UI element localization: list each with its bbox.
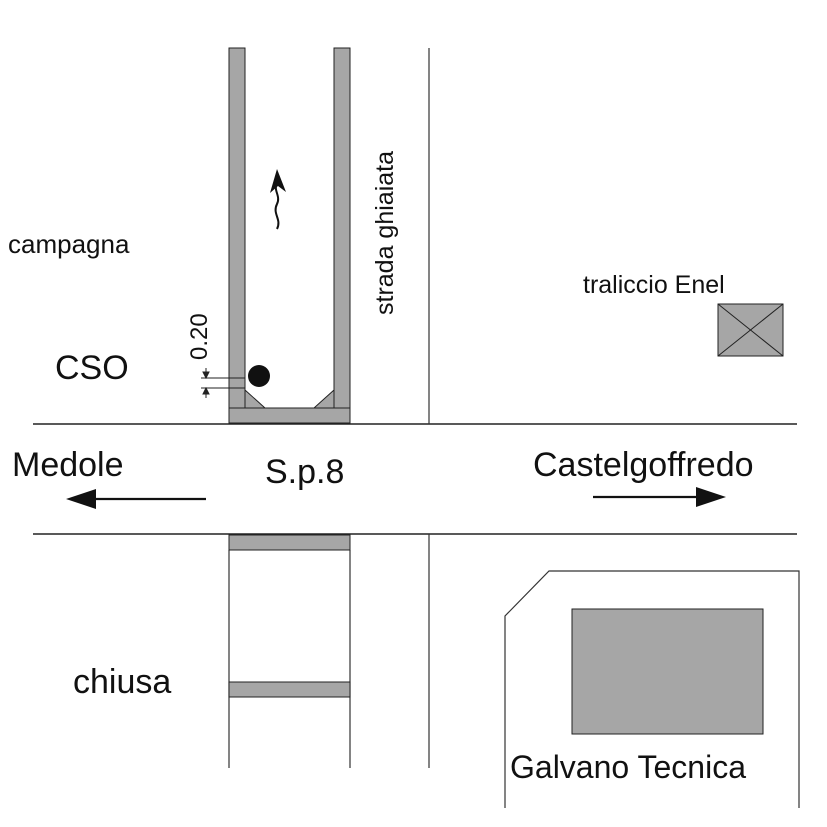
pylon-icon	[717, 303, 784, 357]
channel-chamfer-right	[312, 388, 335, 409]
channel-south	[228, 534, 351, 768]
channel-chamfer-left	[244, 388, 267, 409]
galvano-lot-boundary	[504, 570, 800, 808]
arrow-to-castelgoffredo	[593, 487, 726, 507]
label-strada: strada ghiaiata	[371, 151, 399, 315]
channel-wall-left	[228, 47, 246, 409]
label-galvano: Galvano Tecnica	[510, 749, 746, 785]
flow-arrow	[270, 169, 286, 230]
label-traliccio: traliccio Enel	[583, 271, 725, 299]
label-campagna: campagna	[8, 229, 130, 259]
sluice-gate	[228, 681, 351, 698]
label-castelgoffredo: Castelgoffredo	[533, 446, 754, 484]
cso-point	[248, 365, 270, 387]
channel-north	[228, 47, 351, 424]
galvano-building	[571, 608, 764, 735]
label-chiusa: chiusa	[73, 663, 171, 701]
label-cso: CSO	[55, 349, 129, 387]
label-road-name: S.p.8	[265, 453, 344, 491]
label-dimension: 0.20	[186, 313, 213, 360]
channel-wall-right	[333, 47, 351, 409]
arrow-to-medole	[66, 489, 206, 509]
label-medole: Medole	[12, 446, 124, 484]
channel-bottom-slab	[228, 407, 351, 424]
dimension-marks	[201, 368, 245, 398]
culvert-slab-south	[228, 534, 351, 551]
